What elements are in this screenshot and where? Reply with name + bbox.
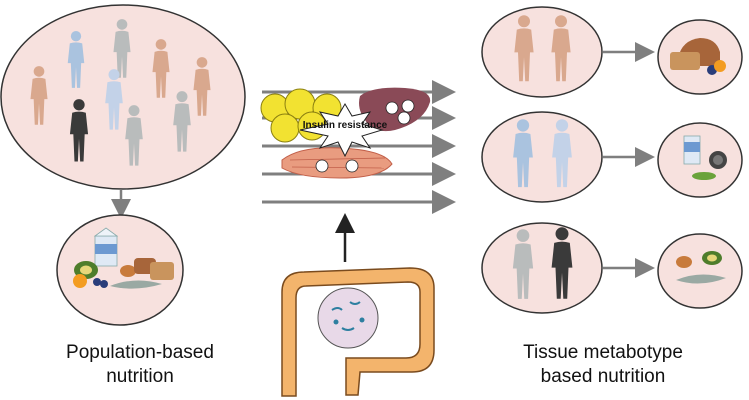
insulin-resistance-label: Insulin resistance (302, 120, 388, 131)
muscle-icon (281, 147, 393, 179)
food-icon (683, 135, 727, 180)
metabotype-group-3 (481, 222, 603, 314)
food-icon (670, 38, 726, 75)
food-circle-2 (657, 122, 743, 198)
metabotype-group-2 (481, 111, 603, 203)
food-icon (73, 227, 174, 289)
tissue-caption-line1: Tissue metabotype (523, 342, 683, 363)
food-circle-3 (657, 233, 743, 309)
insulin-resistance-burst (299, 103, 384, 158)
food-icon (676, 251, 726, 284)
tissue-caption: Tissue metabotype based nutrition (488, 341, 718, 389)
population-caption-line1: Population-based (66, 342, 214, 363)
gut-microbiome-icon (281, 267, 435, 397)
population-circle (0, 4, 246, 190)
liver-icon (359, 87, 431, 132)
population-caption-line2: nutrition (106, 366, 174, 387)
food-circle-1 (657, 19, 743, 95)
tissue-caption-line2: based nutrition (540, 366, 666, 387)
population-caption: Population-based nutrition (40, 341, 240, 389)
metabotype-group-1 (481, 6, 603, 98)
population-food-circle (56, 214, 184, 326)
